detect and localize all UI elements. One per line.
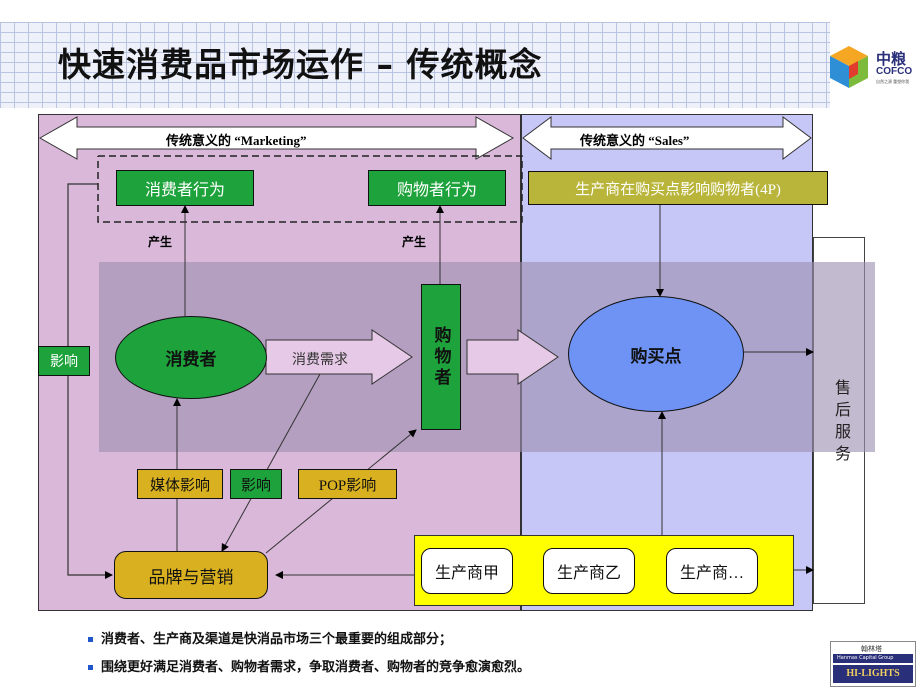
after-sales-label: 售后服务 <box>832 379 849 467</box>
header-grid-background <box>0 22 830 108</box>
hanmas-logo-band <box>833 654 913 663</box>
manufacturer-4p-box: 生产商在购买点影响购物者(4P) <box>528 171 828 205</box>
cofco-logo-en: COFCO <box>876 66 913 77</box>
consumer-demand-arrow <box>265 329 413 385</box>
hanmas-logo-mid: Hanmas Capital Group <box>837 655 894 661</box>
shopper-box: 购物者 <box>421 284 461 430</box>
demand-to-brand-arrow <box>221 373 321 552</box>
sales-double-arrow <box>522 116 812 160</box>
consumer-demand-label: 消费需求 <box>292 353 348 368</box>
bullet-2: 围绕更好满足消费者、购物者需求，争取消费者、购物者的竞争愈演愈烈。 <box>88 656 530 675</box>
pop-influence-box: POP影响 <box>298 469 397 499</box>
marketing-double-arrow <box>38 116 515 160</box>
influence-mid-box: 影响 <box>230 469 282 499</box>
media-influence-box: 媒体影响 <box>137 469 223 499</box>
manufacturer-etc-box: 生产商… <box>666 548 758 594</box>
produce-label-left: 产生 <box>148 235 173 249</box>
consumer-ellipse: 消费者 <box>115 316 267 399</box>
brand-marketing-box: 品牌与营销 <box>114 551 268 599</box>
cofco-logo-cn: 中粮 <box>876 51 907 68</box>
sales-label: 传统意义的 “Sales” <box>580 133 690 148</box>
page-title: 快速消费品市场运作 – 传统概念 <box>58 45 543 84</box>
manufacturer-b-box: 生产商乙 <box>543 548 635 594</box>
bullet-1-marker <box>88 637 93 642</box>
cofco-logo-tagline: 自然之源 重塑你我 <box>876 79 910 84</box>
bullet-1: 消费者、生产商及渠道是快消品市场三个最重要的组成部分； <box>88 628 452 647</box>
hanmas-logo: 翰林塔 Hanmas Capital Group HI-LIGHTS <box>830 641 916 687</box>
hanmas-logo-bottom: HI-LIGHTS <box>833 665 913 683</box>
influence-loop-line <box>67 183 113 579</box>
bullet-2-marker <box>88 665 93 670</box>
produce-label-right: 产生 <box>402 235 427 249</box>
consumer-behavior-box: 消费者行为 <box>116 170 254 206</box>
hanmas-logo-top: 翰林塔 <box>861 645 882 653</box>
shopper-behavior-box: 购物者行为 <box>368 170 506 206</box>
influence-left-box: 影响 <box>38 346 90 376</box>
shopper-label: 购物者 <box>430 325 451 389</box>
manufacturer-a-box: 生产商甲 <box>421 548 513 594</box>
cofco-logo: 中粮 COFCO 自然之源 重塑你我 <box>826 42 916 92</box>
point-of-purchase-ellipse: 购买点 <box>568 296 744 412</box>
cofco-cube-icon <box>830 46 868 88</box>
marketing-label: 传统意义的 “Marketing” <box>166 133 307 148</box>
dashed-group-border <box>97 155 523 223</box>
shopper-to-pop-arrow <box>466 329 559 385</box>
